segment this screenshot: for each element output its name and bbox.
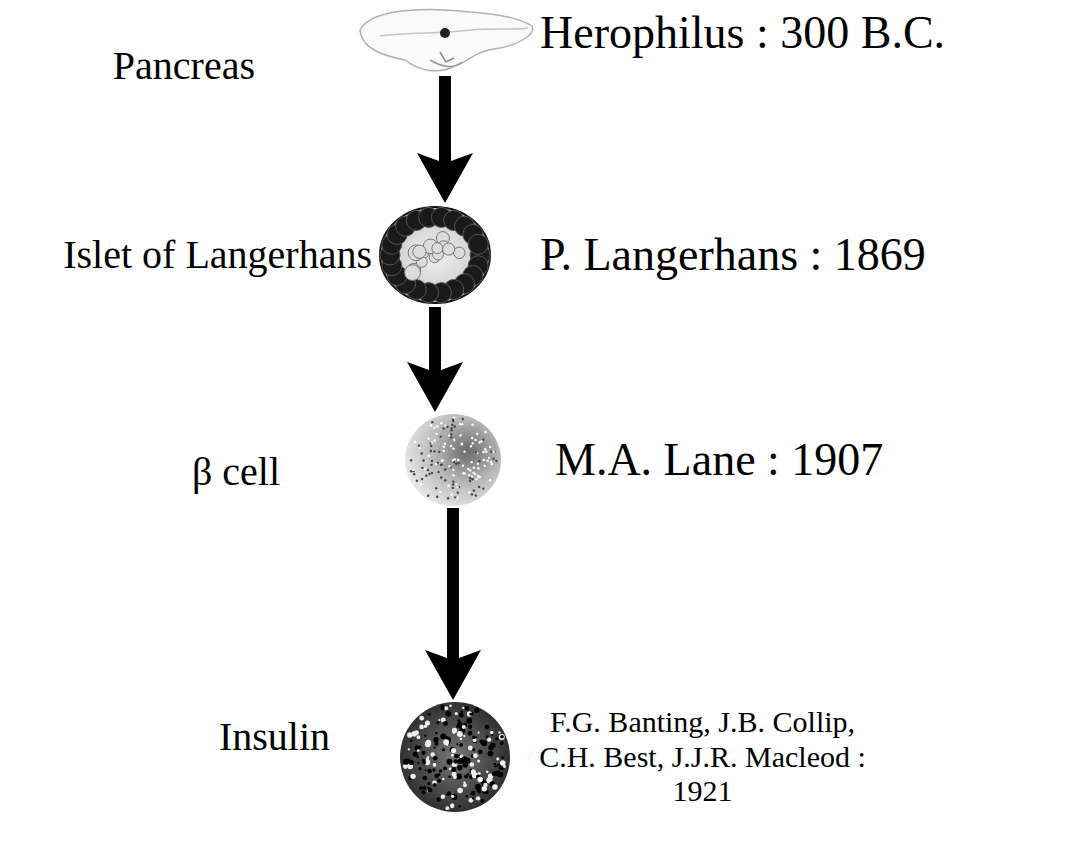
illustration-node: Islet of LangerhansP. Langerhans : 1869: [380, 205, 490, 305]
beta-cell-drawing: [405, 414, 501, 506]
flow-arrow: [417, 76, 473, 203]
stage-label: β cell: [192, 449, 280, 495]
discovery-credit: Herophilus : 300 B.C.: [540, 7, 945, 60]
stage-label: Insulin: [219, 714, 330, 760]
flow-arrow: [425, 508, 481, 700]
illustration-node: β cellM.A. Lane : 1907: [405, 414, 501, 506]
discovery-credit: M.A. Lane : 1907: [555, 434, 883, 487]
illustration-node: PancreasHerophilus : 300 B.C.: [355, 2, 535, 74]
islet-drawing: [380, 207, 490, 303]
pancreas-dot: [440, 28, 450, 38]
discovery-credit: P. Langerhans : 1869: [540, 229, 926, 282]
stage-label: Islet of Langerhans: [63, 232, 372, 278]
flow-arrow: [407, 307, 463, 412]
pancreas-drawing: [360, 9, 533, 70]
illustration-node: InsulinF.G. Banting, J.B. Collip, C.H. B…: [400, 702, 510, 812]
stage-label: Pancreas: [113, 43, 255, 89]
discovery-credit: F.G. Banting, J.B. Collip, C.H. Best, J.…: [530, 705, 875, 809]
insulin-drawing: [400, 702, 510, 812]
